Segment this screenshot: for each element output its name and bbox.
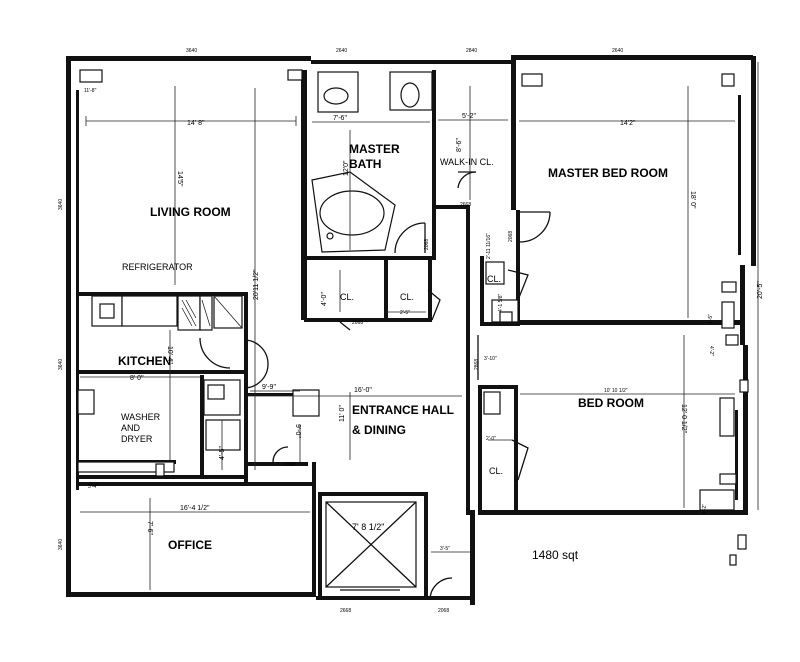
dim-kitchen-height: 10'-4"	[166, 346, 173, 364]
label-closet-master: CL.	[487, 274, 501, 284]
fixtures	[77, 69, 749, 566]
dim-hall-width: 16'-0"	[354, 387, 372, 394]
interior-walls	[76, 60, 740, 597]
label-refrigerator: REFRIGERATOR	[122, 262, 193, 272]
room-label-entrance-2: & DINING	[352, 423, 406, 437]
code-top-4: 2640	[612, 48, 623, 54]
dimension-lines	[80, 62, 759, 590]
code-top-3: 2840	[466, 48, 477, 54]
opening-codes: 3640 2640 2840 2640 3640 3640 3640 2668 …	[58, 48, 623, 614]
dim-bed-closet: 2'-0"	[486, 436, 496, 442]
room-label-kitchen: KITCHEN	[118, 354, 171, 368]
room-label-master-bed: MASTER BED ROOM	[548, 166, 668, 180]
code-side-1: 3640	[58, 199, 64, 210]
room-label-living: LIVING ROOM	[150, 205, 231, 219]
code-door-2: 2068	[424, 239, 430, 250]
code-door-8: 2868	[474, 359, 480, 370]
dim-bed-width: 10' 10 1/2"	[604, 388, 628, 394]
room-label-entrance-1: ENTRANCE HALL	[352, 403, 454, 417]
dim-closet-right: 2'-5"	[400, 310, 410, 316]
dim-bath-height: 12'0"	[343, 160, 350, 176]
dim-office-height: 7'-6"	[146, 521, 153, 535]
dim-living-total: 20'11 1/2"	[253, 269, 260, 300]
code-door-5: 2668	[284, 462, 295, 468]
room-labels: LIVING ROOM MASTER BATH WALK-IN CL. MAST…	[118, 142, 668, 552]
code-side-3: 3640	[58, 539, 64, 550]
room-label-bed-room: BED ROOM	[578, 396, 644, 410]
code-door-7: 2068	[438, 608, 449, 614]
code-top-2: 2640	[336, 48, 347, 54]
code-door-1: 2668	[460, 202, 471, 208]
dim-living-width: 14' 8"	[187, 120, 205, 127]
dim-office-width: 16'-4 1/2"	[180, 505, 210, 512]
dim-kitchen-width: 8' 0"	[130, 375, 144, 382]
dim-misc-8: 4'-1 5/8"	[498, 293, 504, 312]
dim-master-width: 14'2"	[620, 120, 636, 127]
code-door-6: 2668	[340, 608, 351, 614]
dim-closet-left: 4'-0"	[321, 292, 328, 306]
room-label-master-bath-1: MASTER	[349, 142, 400, 156]
dim-master-side: 20'-5"	[757, 281, 764, 299]
doors	[199, 171, 551, 601]
dim-misc-3: 2'-11 11/16"	[486, 233, 492, 259]
dim-hall-height: 11' 0"	[339, 405, 346, 422]
dim-lower-right: 3'-5"	[440, 546, 450, 552]
elevator-shaft	[325, 501, 417, 591]
code-door-4: 2068	[508, 231, 514, 242]
code-side-2: 3640	[58, 359, 64, 370]
label-washer-1: WASHER	[121, 412, 161, 422]
dim-walkin-width: 5'-2"	[462, 113, 476, 120]
dim-elevator: 7' 8 1/2"	[352, 522, 384, 532]
dim-hall-vertical: 9'-0"	[294, 424, 301, 438]
label-washer-2: AND	[121, 423, 141, 433]
dim-misc-4: 3'-10"	[484, 356, 497, 362]
dim-misc-2: 3'-4"	[88, 484, 98, 490]
dim-corridor-width: 9'-9"	[262, 384, 276, 391]
dim-walkin-height: 8'-6"	[456, 138, 463, 152]
room-label-master-bath-2: BATH	[349, 157, 381, 171]
dim-misc-6: 1'-5"	[708, 314, 714, 324]
room-label-office: OFFICE	[168, 538, 212, 552]
dimension-labels: 14' 8" 14'5" 20'11 1/2" 7'-6" 12'0" 5'-2…	[84, 88, 764, 552]
code-door-3: 2668	[352, 320, 363, 326]
dim-misc-5: 4'-2"	[708, 346, 714, 356]
dim-misc-7: 4'-2"	[702, 504, 708, 514]
dim-living-height: 14'5"	[176, 171, 183, 187]
dim-laundry-height: 4'-5"	[219, 446, 226, 460]
exterior-walls	[66, 55, 756, 605]
code-top-1: 3640	[186, 48, 197, 54]
area-label: 1480 sqt	[532, 548, 579, 562]
dim-master-height: 18' 0"	[689, 191, 696, 209]
dim-bath-width: 7'-6"	[333, 115, 347, 122]
dim-bed-height: 12' 0 1/2"	[680, 404, 687, 434]
label-washer-3: DRYER	[121, 434, 153, 444]
label-closet-bed: CL.	[489, 466, 503, 476]
dim-misc-1: 11'-8"	[84, 88, 97, 94]
label-closet-right: CL.	[400, 292, 414, 302]
label-closet-left: CL.	[340, 292, 354, 302]
room-label-walk-in: WALK-IN CL.	[440, 157, 494, 167]
